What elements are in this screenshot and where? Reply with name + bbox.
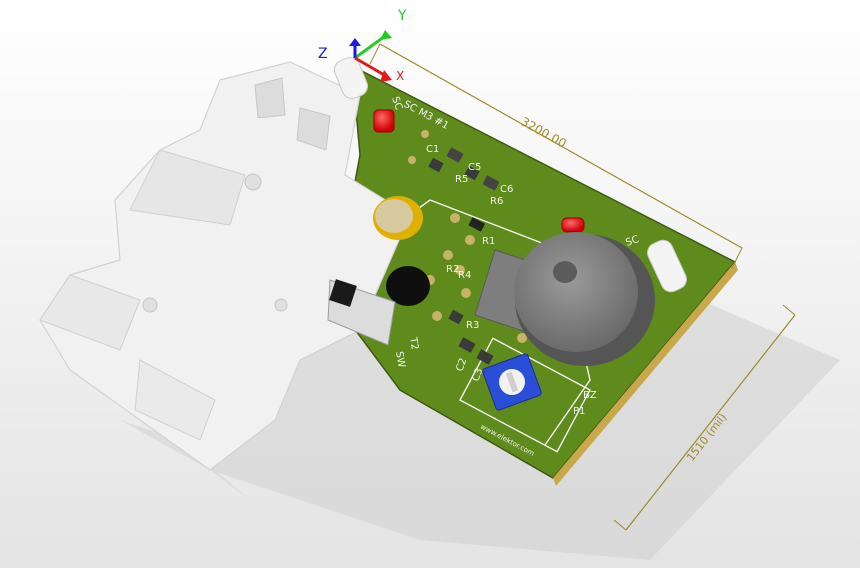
potentiometer-p1[interactable] — [482, 353, 542, 411]
led-body — [373, 109, 395, 133]
dimension-width-tick-right — [731, 247, 743, 269]
label-c1: C1 — [426, 144, 439, 155]
switch-knob — [329, 279, 357, 307]
enclosure-slot-1 — [254, 77, 286, 119]
label-r4: R4 — [458, 270, 471, 281]
smd-c5 — [428, 157, 444, 173]
photodiode[interactable] — [373, 196, 423, 240]
smd-r1 — [468, 217, 486, 232]
label-c5: C5 — [468, 162, 481, 173]
pad — [465, 235, 475, 245]
pad — [461, 288, 471, 298]
pad — [421, 130, 429, 138]
smd-c6 — [464, 165, 480, 181]
label-sw: SW — [393, 351, 407, 369]
z-axis-head — [349, 38, 361, 46]
label-c2: C2 — [454, 357, 469, 373]
label-t2: T2 — [407, 336, 420, 351]
label-c3: C3 — [470, 367, 485, 383]
smd-components[interactable] — [428, 147, 500, 365]
enclosure-slot-2 — [296, 107, 331, 151]
smd-r6 — [482, 175, 500, 191]
buzzer-top — [514, 232, 638, 352]
pad — [443, 250, 453, 260]
dimension-width-tick-left — [369, 43, 381, 65]
standoff-right-body — [647, 239, 687, 293]
y-axis-label: Y — [397, 8, 407, 24]
pad — [517, 333, 527, 343]
buzzer-bz2[interactable] — [514, 232, 655, 366]
label-bz: BZ — [583, 390, 597, 401]
led-body — [561, 217, 585, 233]
enclosure-face-1 — [129, 149, 246, 226]
label-sc-top: SC — [389, 95, 404, 111]
label-r1: R1 — [482, 236, 495, 247]
pad — [455, 265, 465, 275]
transistor-body — [386, 266, 430, 306]
label-p1: P1 — [573, 406, 585, 417]
standoff-left[interactable] — [331, 55, 370, 102]
label-c6: C6 — [500, 184, 513, 195]
y-axis-arrow — [354, 34, 386, 60]
enclosure-face-3 — [134, 359, 216, 441]
dimension-height-tick-top — [782, 304, 796, 316]
smd-r3 — [448, 309, 464, 325]
x-axis-head — [380, 70, 392, 82]
solder-pads — [408, 130, 553, 355]
label-r5: R5 — [455, 174, 468, 185]
led-red-top[interactable] — [373, 109, 395, 133]
enclosure-hole-1 — [244, 173, 262, 191]
pad — [450, 213, 460, 223]
standoff-right[interactable] — [644, 237, 690, 295]
transistor-t2[interactable] — [386, 266, 430, 306]
label-r6: R6 — [490, 196, 503, 207]
z-axis-label: Z — [318, 46, 328, 62]
dimension-height-line — [625, 314, 796, 531]
pot-slot — [505, 371, 519, 393]
x-axis-label: X — [396, 69, 404, 83]
label-r3: R3 — [466, 320, 479, 331]
axis-gizmo[interactable]: Y Z X — [318, 8, 407, 83]
photodiode-lens — [375, 199, 413, 233]
standoff-left-body — [333, 57, 369, 99]
pad — [408, 156, 416, 164]
silk-outline-p1 — [459, 337, 591, 453]
pad — [432, 311, 442, 321]
enclosure-body — [39, 61, 411, 471]
enclosure-face-2 — [39, 274, 141, 351]
dimension-width-line — [379, 43, 743, 249]
smd-c1 — [446, 147, 464, 163]
pcb-edge — [553, 262, 738, 486]
enclosure-hole-2 — [142, 297, 158, 313]
smd-c2 — [458, 337, 476, 353]
slide-switch[interactable] — [327, 279, 396, 346]
x-axis-arrow — [354, 56, 387, 78]
led-red-right[interactable] — [561, 217, 585, 233]
smd-c3 — [476, 349, 494, 365]
enclosure-hole-3 — [274, 298, 288, 312]
enclosure-model[interactable] — [39, 61, 411, 471]
label-r2: R2 — [446, 264, 459, 275]
buzzer-hole — [553, 261, 577, 283]
label-sc-right: SC — [624, 234, 640, 249]
y-axis-head — [380, 30, 392, 40]
dimension-height-tick-bottom — [613, 519, 627, 531]
